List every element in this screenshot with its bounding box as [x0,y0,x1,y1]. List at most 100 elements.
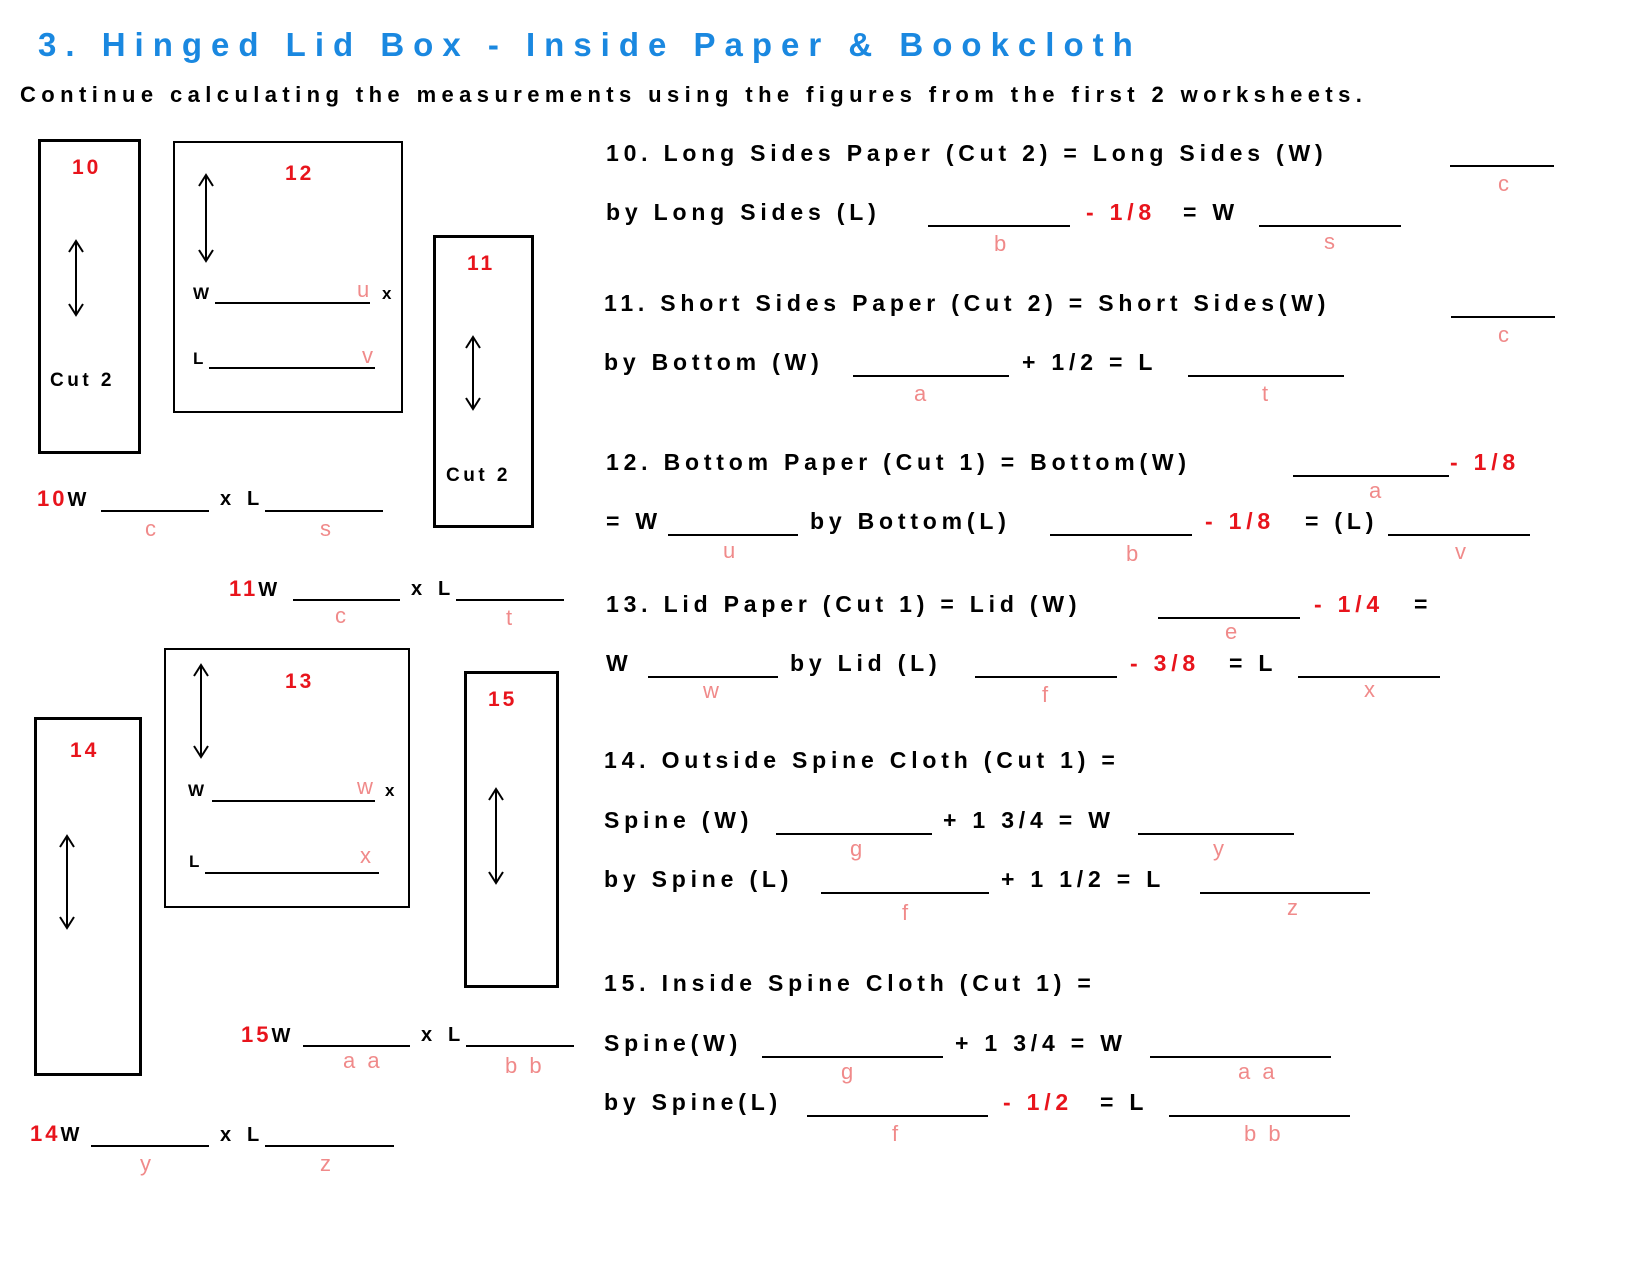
question-12-letter-b: b [1126,541,1142,566]
question-13-minus-1: - 1/4 [1314,591,1385,617]
question-15-blank-bb [1169,1115,1350,1117]
summary-10-by: x [220,488,234,510]
summary-14-w-blank [91,1145,209,1147]
question-15-letter-bb: b b [1244,1121,1284,1146]
question-14-blank-f [821,892,989,894]
question-11-plus: + 1/2 = L [1022,349,1158,375]
summary-10-w-letter: c [145,516,159,541]
piece-13-number: 13 [285,670,315,693]
grain-arrow-icon [198,173,214,263]
question-11-letter-c: c [1498,322,1512,347]
piece-13-diagram [164,648,410,908]
piece-15-diagram [464,671,559,988]
summary-15-l-blank [466,1045,574,1047]
summary-11-l-blank [456,599,564,601]
summary-10-l-label: L [247,488,262,510]
question-11-letter-t: t [1262,381,1272,406]
question-15-plus-1: + 1 3/4 = W [955,1030,1127,1056]
summary-11-l-label: L [438,578,453,600]
summary-15-by: x [421,1024,435,1046]
question-13-line-1: 13. Lid Paper (Cut 1) = Lid (W) [606,591,1082,617]
question-14-plus-2: + 1 1/2 = L [1001,866,1166,892]
grain-arrow-icon [59,834,75,930]
question-10-letter-b: b [994,231,1010,256]
question-10-letter-c: c [1498,171,1512,196]
question-15-line-1: 15. Inside Spine Cloth (Cut 1) = [604,970,1096,996]
summary-14-l-letter: z [320,1151,334,1176]
question-15-blank-aa [1150,1056,1331,1058]
piece-10-cut-label: Cut 2 [50,370,115,391]
question-12-blank-u [668,534,798,536]
summary-14-l-label: L [247,1124,262,1146]
question-12-blank-v [1388,534,1530,536]
grain-arrow-icon [193,663,209,759]
question-14-letter-f: f [902,900,912,925]
question-10-blank-s [1259,225,1401,227]
question-10-letter-s: s [1324,229,1338,254]
question-13-letter-x: x [1364,677,1378,702]
question-15-line-3: by Spine(L) [604,1089,783,1115]
summary-15-w-blank [303,1045,410,1047]
question-13-eq: = [1414,591,1433,617]
piece-13-w-letter: w [357,774,376,799]
question-10-blank-c [1450,165,1554,167]
summary-15: 15W [241,1022,293,1047]
piece-10-diagram [38,139,141,454]
question-12-letter-u: u [723,538,739,563]
question-12-letter-a: a [1369,478,1385,503]
summary-11-l-letter: t [506,605,516,630]
piece-14-diagram [34,717,142,1076]
piece-12-w-letter: u [357,277,373,302]
question-10-eq-w: = W [1183,199,1239,225]
question-11-line-1: 11. Short Sides Paper (Cut 2) = Short Si… [604,290,1331,316]
question-13-blank-e [1158,617,1300,619]
question-15-letter-g: g [841,1059,857,1084]
question-14-blank-g [776,833,932,835]
question-14-line-3: by Spine (L) [604,866,794,892]
piece-13-l-label: L [189,852,200,871]
piece-12-l-letter: v [362,343,376,368]
question-15-line-2: Spine(W) [604,1030,743,1056]
summary-10-l-letter: s [320,516,334,541]
question-12-letter-v: v [1455,539,1469,564]
question-14-letter-z: z [1287,895,1301,920]
summary-14-l-blank [265,1145,394,1147]
question-14-plus-1: + 1 3/4 = W [943,807,1115,833]
summary-10-w-blank [101,510,209,512]
question-12-blank-a [1293,475,1449,477]
question-13-eq-l: = L [1229,650,1278,676]
summary-11: 11W [229,576,280,601]
summary-11-by: x [411,578,425,600]
question-15-letter-aa: a a [1238,1059,1278,1084]
question-11-blank-c [1451,316,1555,318]
question-11-letter-a: a [914,381,930,406]
question-11-blank-t [1188,375,1344,377]
question-11-blank-a [853,375,1009,377]
question-14-letter-y: y [1213,836,1227,861]
piece-11-diagram [433,235,534,528]
piece-11-cut-label: Cut 2 [446,465,511,486]
question-13-by: by Lid (L) [790,650,942,676]
question-10-blank-b [928,225,1070,227]
question-12-by: by Bottom(L) [810,508,1011,534]
piece-11-number: 11 [467,252,496,275]
question-13-letter-w: w [703,678,722,703]
question-14-letter-g: g [850,836,866,861]
summary-14-w-letter: y [140,1151,154,1176]
grain-arrow-icon [465,335,481,411]
piece-13-by-label: x [385,781,395,800]
summary-15-w-letter: a a [343,1048,383,1073]
question-10-minus: - 1/8 [1086,199,1157,225]
question-13-blank-w [648,676,778,678]
page-title: 3. Hinged Lid Box - Inside Paper & Bookc… [38,26,1142,63]
summary-10-l-blank [265,510,383,512]
summary-10: 10W [37,486,89,511]
piece-12-by-label: x [382,284,392,303]
grain-arrow-icon [488,787,504,885]
summary-14-by: x [220,1124,234,1146]
piece-14-number: 14 [70,739,100,762]
question-12-blank-b [1050,534,1192,536]
summary-15-l-letter: b b [505,1053,545,1078]
piece-13-l-blank [205,872,379,874]
summary-11-w-letter: c [335,603,349,628]
